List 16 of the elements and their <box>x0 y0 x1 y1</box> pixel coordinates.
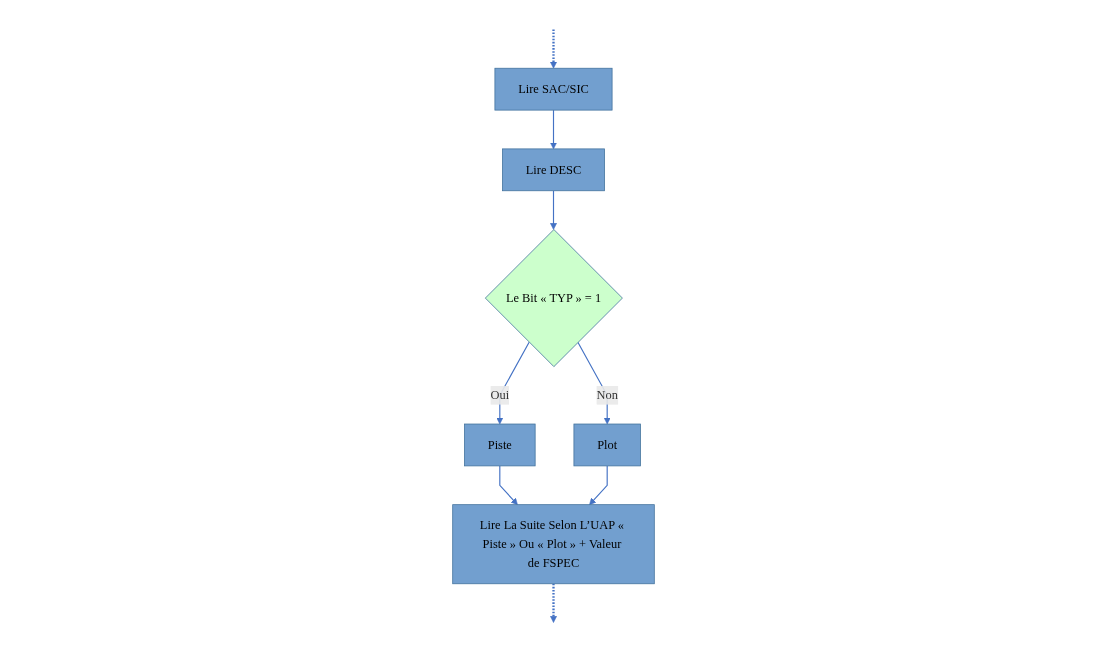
arrow <box>496 341 530 425</box>
node-box: Piste <box>464 423 536 467</box>
edge-label: Oui <box>490 388 510 402</box>
arrow <box>550 109 557 150</box>
arrow <box>550 29 557 69</box>
edge-label: Non <box>596 388 618 402</box>
arrow <box>550 583 557 623</box>
node-box: Lire La Suite Selon L’UAP « Piste » Ou « Plot » + Valeur de FSPEC <box>452 504 655 585</box>
arrow <box>577 341 611 425</box>
node-box: Lire DESC <box>502 148 605 192</box>
arrow <box>589 465 608 505</box>
arrow <box>499 465 518 505</box>
node-box: Plot <box>573 423 641 467</box>
arrow <box>550 190 557 230</box>
node-diamond: Le Bit « TYP » = 1 <box>484 229 623 368</box>
node-box: Lire SAC/SIC <box>494 67 613 111</box>
